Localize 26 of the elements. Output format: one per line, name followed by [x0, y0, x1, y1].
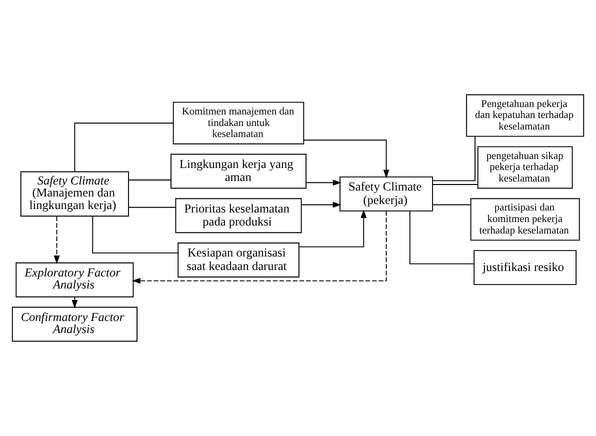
arrow [301, 202, 342, 208]
node-box: partisipasi dan komitmen pekerja terhadap keselamatan [470, 198, 580, 241]
arrow [132, 210, 387, 284]
connector [432, 184, 478, 185]
connector [432, 204, 472, 206]
node-box: justifikasi resiko [474, 250, 577, 286]
connector [74, 122, 174, 172]
connector [432, 136, 476, 182]
arrow [72, 296, 78, 308]
arrow [298, 210, 367, 248]
arrow [54, 216, 60, 264]
connector [409, 210, 474, 264]
arrow [306, 180, 342, 186]
connector [128, 206, 176, 208]
node-box: Exploratory Factor Analysis [16, 262, 134, 298]
node-box: Lingkungan kerja yang aman [170, 154, 306, 189]
arrow [303, 140, 390, 178]
node-box: Komitmen manajemen dan tindakan untuk keselamatan [172, 102, 304, 144]
node-box: Safety Climate (pekerja) [340, 176, 434, 212]
node-box: Kesiapan organisasi saat keadaan darurat [178, 242, 300, 278]
node-box: Pengetahuan pekerja dan kepatuhan terhadap keselamatan [466, 94, 584, 137]
connector [92, 216, 178, 254]
node-box: Safety Climate (Manajemen dan lingkungan kerja) [20, 171, 129, 217]
node-box: Prioritas keselamatan pada produksi [175, 198, 302, 234]
node-box: Confirmatory Factor Analysis [12, 306, 138, 342]
node-box: pengetahuan sikap pekerja terhadap keselamatan [477, 146, 573, 189]
